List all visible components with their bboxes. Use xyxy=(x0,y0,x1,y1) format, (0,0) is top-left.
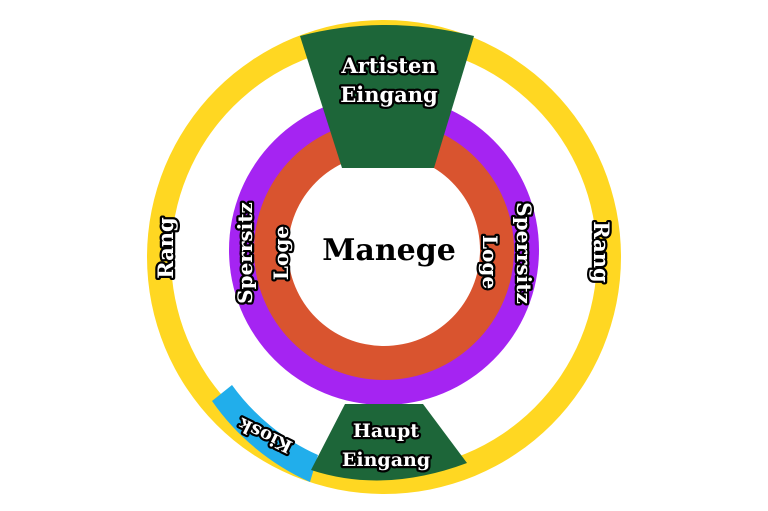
loge-label-right: Loge xyxy=(478,235,502,289)
loge-label-left: Loge xyxy=(269,226,293,280)
kiosk-area xyxy=(212,385,318,482)
rang-label-left: Rang xyxy=(153,217,178,279)
artisten-eingang xyxy=(300,25,474,168)
haupt-label-line2: Eingang xyxy=(342,449,430,471)
rang-label-right: Rang xyxy=(589,221,614,283)
haupt-label-line1: Haupt xyxy=(353,420,419,442)
artisten-label-line1: Artisten xyxy=(340,53,436,78)
sperrsitz-label-left: Sperrsitz xyxy=(233,202,257,304)
manege-label: Manege xyxy=(322,233,456,268)
sperrsitz-label-right: Sperrsitz xyxy=(512,202,536,304)
artisten-label-line2: Eingang xyxy=(340,82,438,107)
manege-circle xyxy=(288,154,480,346)
haupt-eingang xyxy=(311,404,467,481)
